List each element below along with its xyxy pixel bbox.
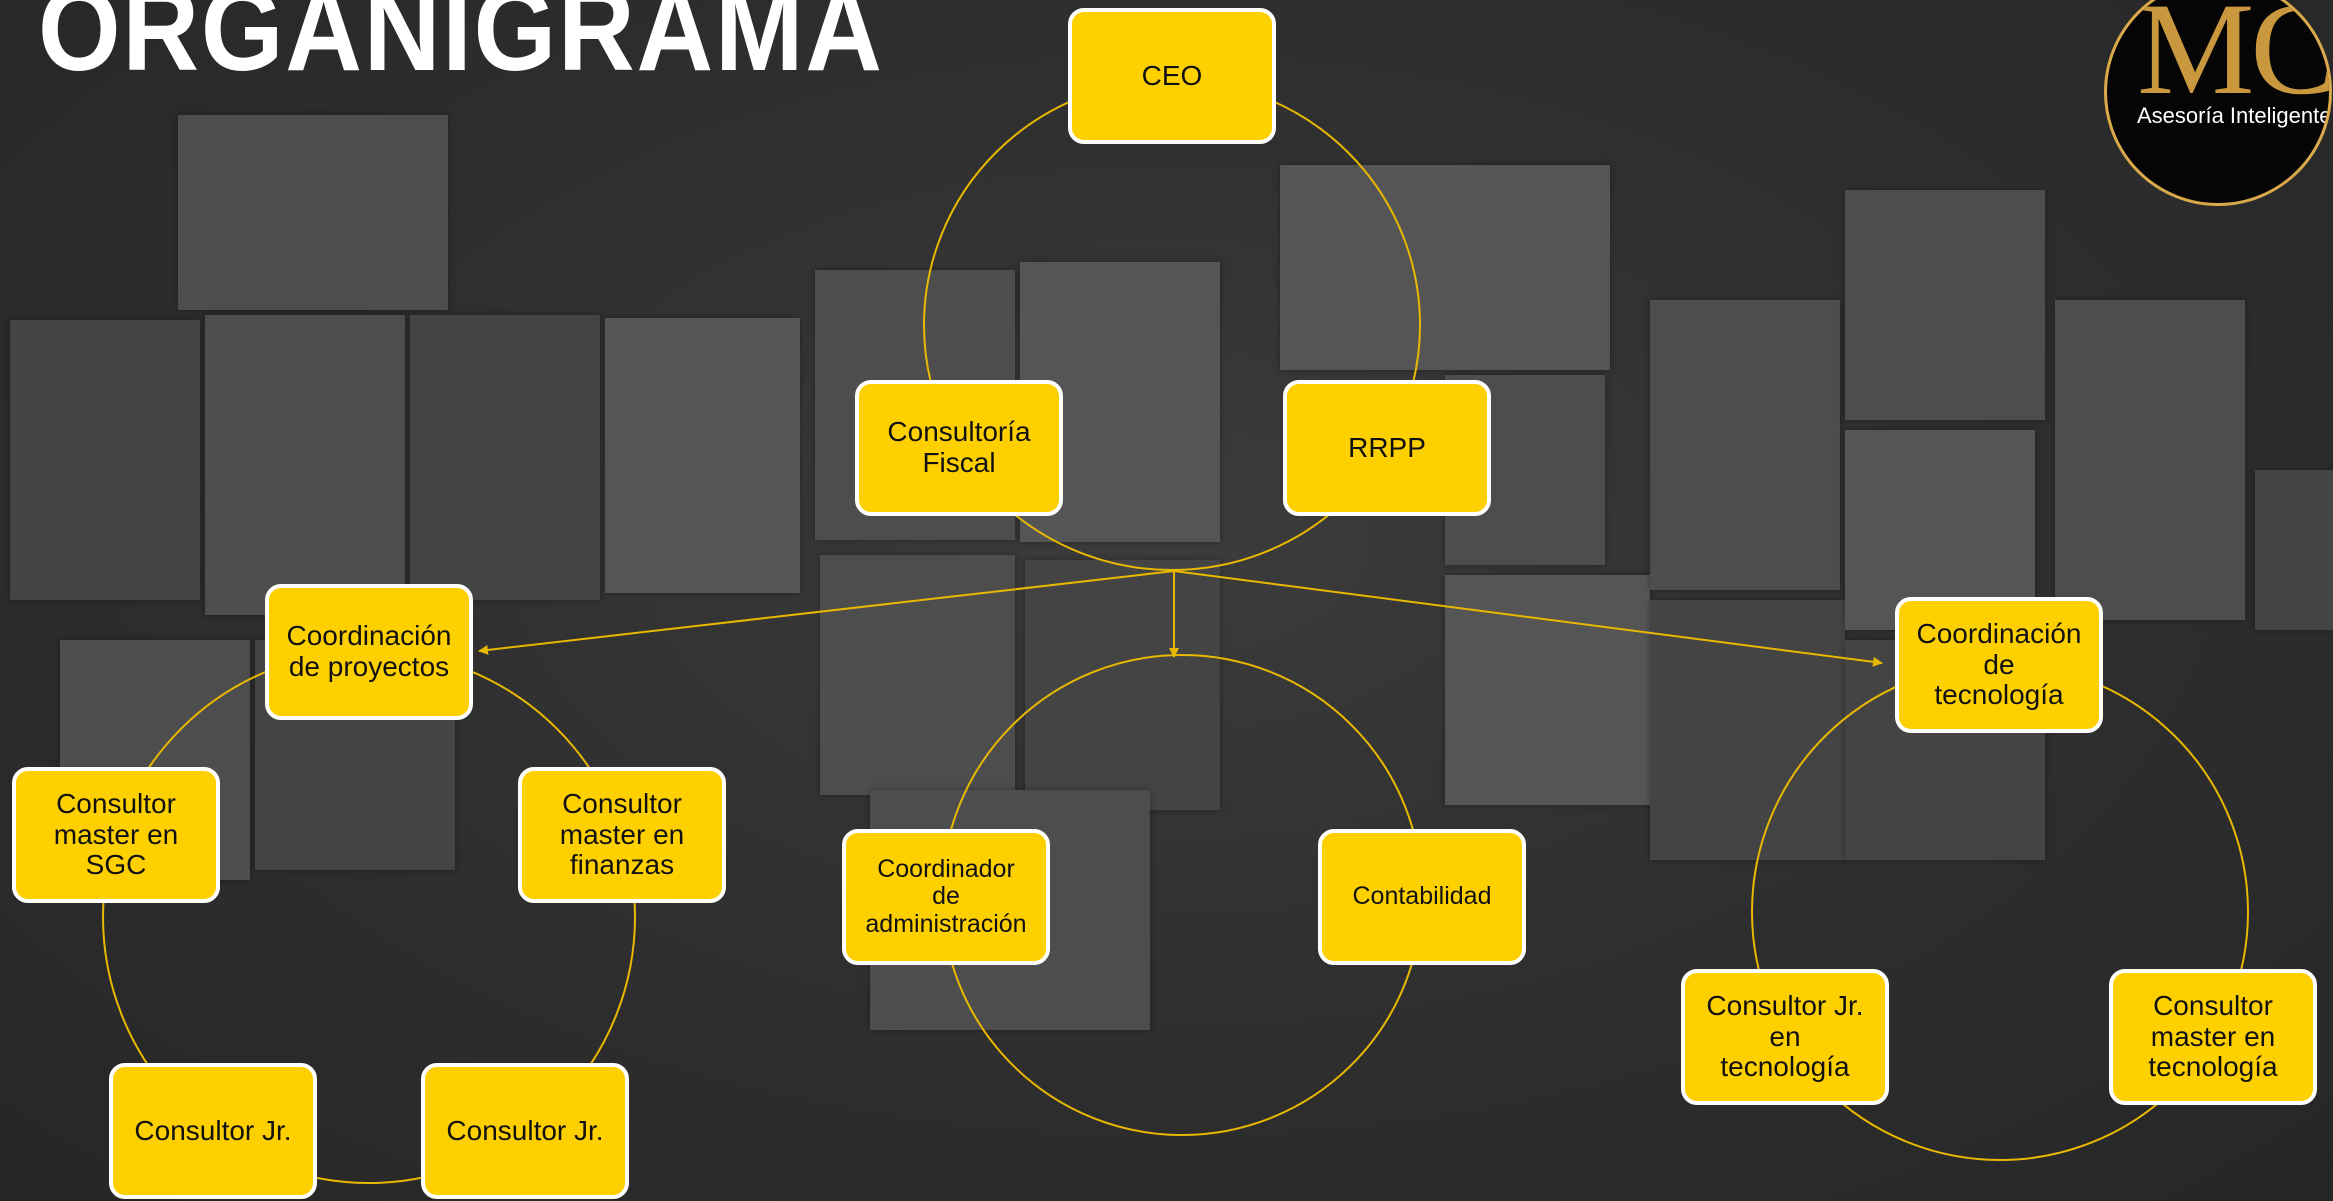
node-consultor-master-finanzas[interactable]: Consultor master en finanzas [518,767,726,903]
background-paper [10,320,200,600]
node-coordinacion-tecnologia-label: Coordinación de tecnología [1916,617,2082,711]
node-contabilidad-label: Contabilidad [1352,882,1492,911]
node-ceo[interactable]: CEO [1068,8,1276,144]
node-contabilidad[interactable]: Contabilidad [1318,829,1526,965]
background-paper [820,555,1015,795]
node-rrpp[interactable]: RRPP [1283,380,1491,516]
node-ceo-label: CEO [1141,59,1203,91]
background-paper [2255,470,2333,630]
company-logo: MC Asesoría Inteligente [2104,0,2332,206]
node-consultor-jr-2-label: Consultor Jr. [446,1114,604,1146]
background-paper [2055,300,2245,620]
node-coordinador-administracion[interactable]: Coordinador de administración [842,829,1050,965]
background-paper [1845,430,2035,630]
node-consultoria-fiscal[interactable]: Consultoría Fiscal [855,380,1063,516]
node-consultor-master-tecnologia-label: Consultor master en tecnología [2148,989,2278,1083]
node-rrpp-label: RRPP [1348,431,1426,463]
background-paper [1445,575,1650,805]
node-consultor-jr-1-label: Consultor Jr. [134,1114,292,1146]
logo-tagline: Asesoría Inteligente [2137,103,2332,128]
node-coordinacion-proyectos-label: Coordinación de proyectos [286,620,452,682]
arrow-to-technology [1173,570,1883,667]
node-consultor-jr-tecnologia[interactable]: Consultor Jr. en tecnología [1681,969,1889,1105]
page-title: ORGANIGRAMA [38,0,884,96]
node-consultor-jr-1[interactable]: Consultor Jr. [109,1063,317,1199]
background-paper [1650,300,1840,590]
node-consultor-master-sgc-label: Consultor master en SGC [53,787,179,881]
logo-monogram: MC [2137,0,2332,122]
background-paper [1025,560,1220,810]
background-paper [205,315,405,615]
background-paper [1280,165,1610,370]
background-paper [410,315,600,600]
node-consultor-master-finanzas-label: Consultor master en finanzas [559,787,685,881]
node-coordinacion-proyectos[interactable]: Coordinación de proyectos [265,584,473,720]
node-consultoria-fiscal-label: Consultoría Fiscal [887,416,1031,478]
background-paper [605,318,800,593]
node-consultor-jr-2[interactable]: Consultor Jr. [421,1063,629,1199]
arrow-to-projects [478,570,1175,655]
background-paper [1650,600,1845,860]
background-paper [1845,190,2045,420]
node-coordinador-administracion-label: Coordinador de administración [865,854,1027,938]
node-consultor-master-sgc[interactable]: Consultor master en SGC [12,767,220,903]
node-coordinacion-tecnologia[interactable]: Coordinación de tecnología [1895,597,2103,733]
background-paper [178,115,448,310]
node-consultor-jr-tecnologia-label: Consultor Jr. en tecnología [1706,989,1864,1083]
node-consultor-master-tecnologia[interactable]: Consultor master en tecnología [2109,969,2317,1105]
